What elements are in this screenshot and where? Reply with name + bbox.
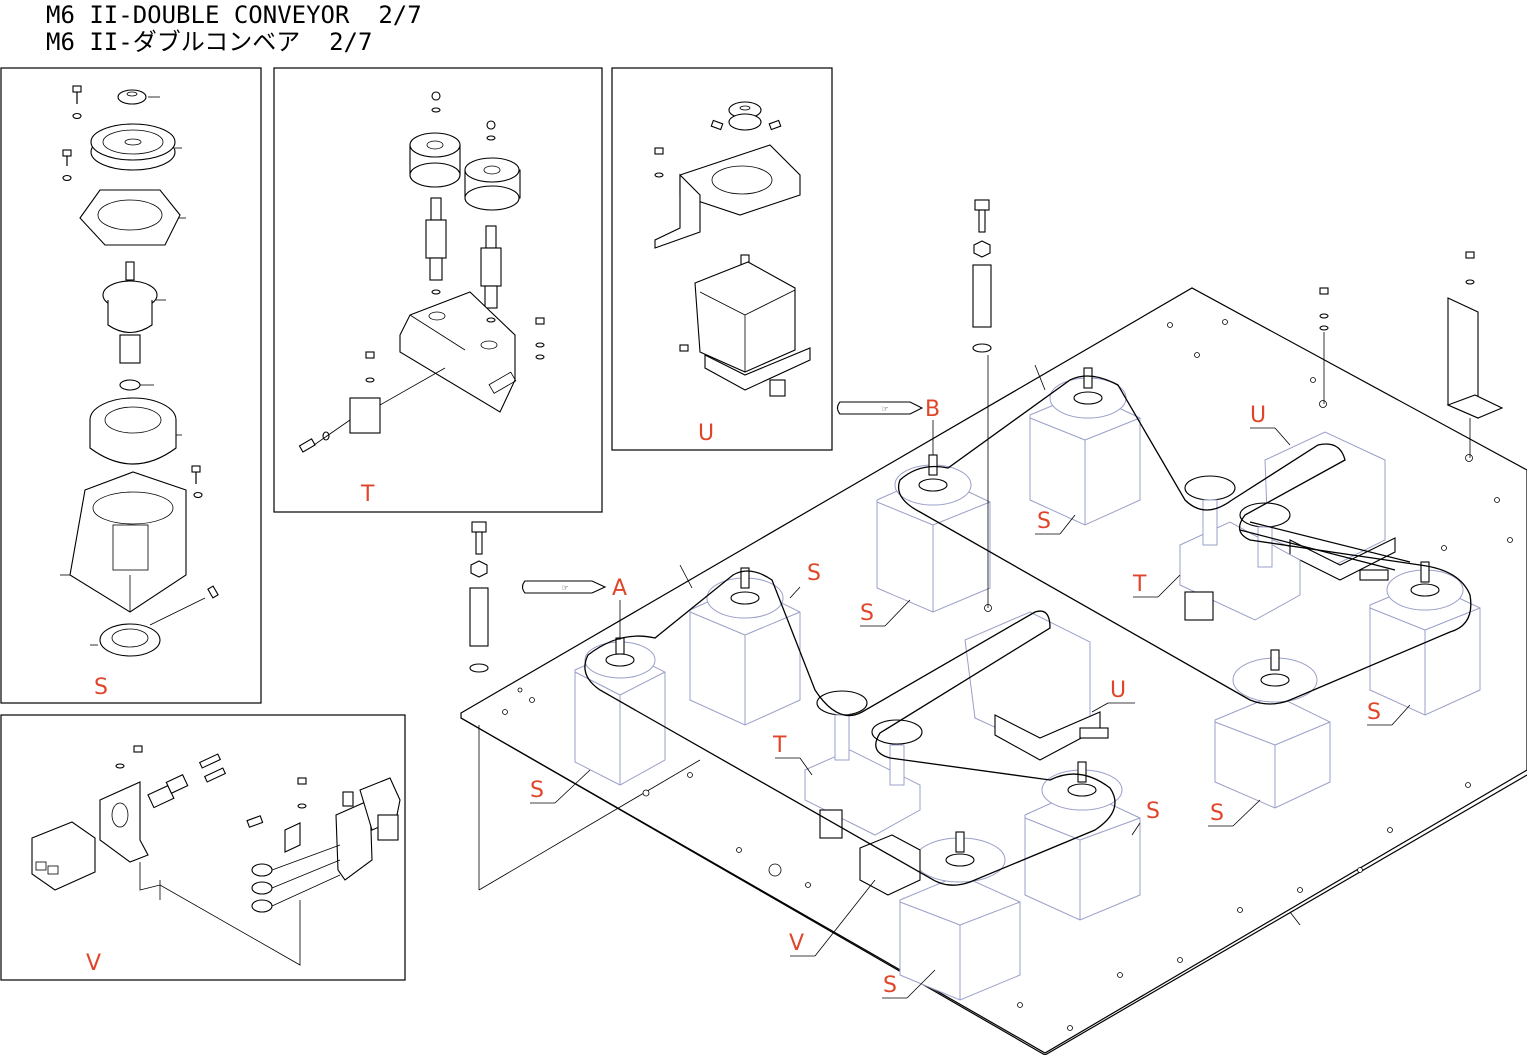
label-t: T: [772, 733, 787, 758]
motor-plate: [80, 190, 180, 245]
screw-icon: [247, 816, 263, 827]
sensor-unit-v: [860, 835, 920, 895]
label-s: S: [1146, 799, 1160, 824]
label-s: S: [860, 601, 874, 626]
panel-t-label: T: [360, 482, 375, 507]
pointing-hand-icon: ☞: [882, 404, 888, 415]
tension-block-part: [400, 292, 516, 412]
motor-bracket-part: [70, 472, 186, 612]
panel-s-label: S: [94, 675, 108, 700]
label-s: S: [530, 778, 544, 803]
callout-a: A: [612, 576, 627, 601]
label-u: U: [1250, 403, 1266, 428]
pulley-part: [91, 124, 175, 170]
coupling-part: [90, 398, 176, 464]
ring-part: [120, 380, 140, 390]
main-assembly: ☞ A ☞ B S S S S S S S S: [461, 200, 1527, 1055]
motor-unit-s4: [1030, 368, 1140, 525]
motor-unit-s3: [877, 455, 990, 612]
motor-bracket-part: [655, 145, 800, 248]
pointing-hand-icon: ☞: [562, 583, 568, 594]
screw-icon: [73, 86, 81, 119]
label-t: T: [1132, 572, 1147, 597]
valve-part: [336, 778, 400, 880]
screw-icon: [655, 148, 663, 154]
screw-icon: [299, 439, 315, 452]
motor-unit-s6: [1215, 650, 1330, 808]
shaft-part: [481, 226, 501, 308]
panel-u-label: U: [698, 421, 714, 446]
screw-stack: [1320, 288, 1328, 404]
stepping-motor-part: [695, 255, 810, 396]
screw-icon: [366, 352, 374, 358]
callout-b: B: [925, 397, 940, 422]
idler-pulley-part: [410, 92, 460, 187]
motor-unit-s2: [690, 568, 800, 725]
elbow-fitting-part: [252, 845, 340, 912]
clamp-collar-part: [100, 624, 160, 656]
sensor-part: [32, 822, 95, 890]
motor-unit-s1: [575, 638, 665, 785]
shaft-part: [426, 198, 446, 280]
label-s: S: [1210, 801, 1224, 826]
idler-pulley-part: [465, 121, 520, 210]
label-s: S: [807, 561, 821, 586]
motor-unit-s7: [1025, 762, 1140, 920]
set-screw-icon: [208, 586, 218, 598]
label-s: S: [883, 973, 897, 998]
spacer-standoff-left: [470, 522, 488, 672]
panel-u: U: [612, 68, 832, 450]
label-s: S: [1037, 509, 1051, 534]
screw-icon: [134, 746, 142, 752]
motor-pulley-part: [729, 102, 761, 130]
pointer-arrow-b: ☞: [838, 402, 923, 415]
screw-icon: [536, 318, 544, 324]
adjust-block-part: [350, 398, 380, 433]
label-s: S: [1367, 700, 1381, 725]
label-u: U: [1110, 678, 1126, 703]
screw-icon: [63, 150, 71, 156]
motor-unit-u1: [965, 612, 1108, 760]
panel-s: S: [1, 68, 261, 703]
reducer-part: [103, 262, 157, 363]
screw-icon: [298, 778, 306, 784]
tensioner-t1: [805, 691, 922, 838]
screw-icon: [192, 466, 200, 472]
guide-plate: [1448, 252, 1502, 458]
panel-v-label: V: [86, 951, 101, 976]
screw-icon: [680, 345, 688, 351]
panel-t: T: [274, 68, 602, 512]
fitting-part: [148, 754, 225, 808]
label-v: V: [789, 931, 804, 956]
pointer-arrow-a: ☞: [523, 581, 606, 594]
sensor-bracket-part: [100, 782, 148, 862]
panel-v: V: [1, 715, 405, 980]
